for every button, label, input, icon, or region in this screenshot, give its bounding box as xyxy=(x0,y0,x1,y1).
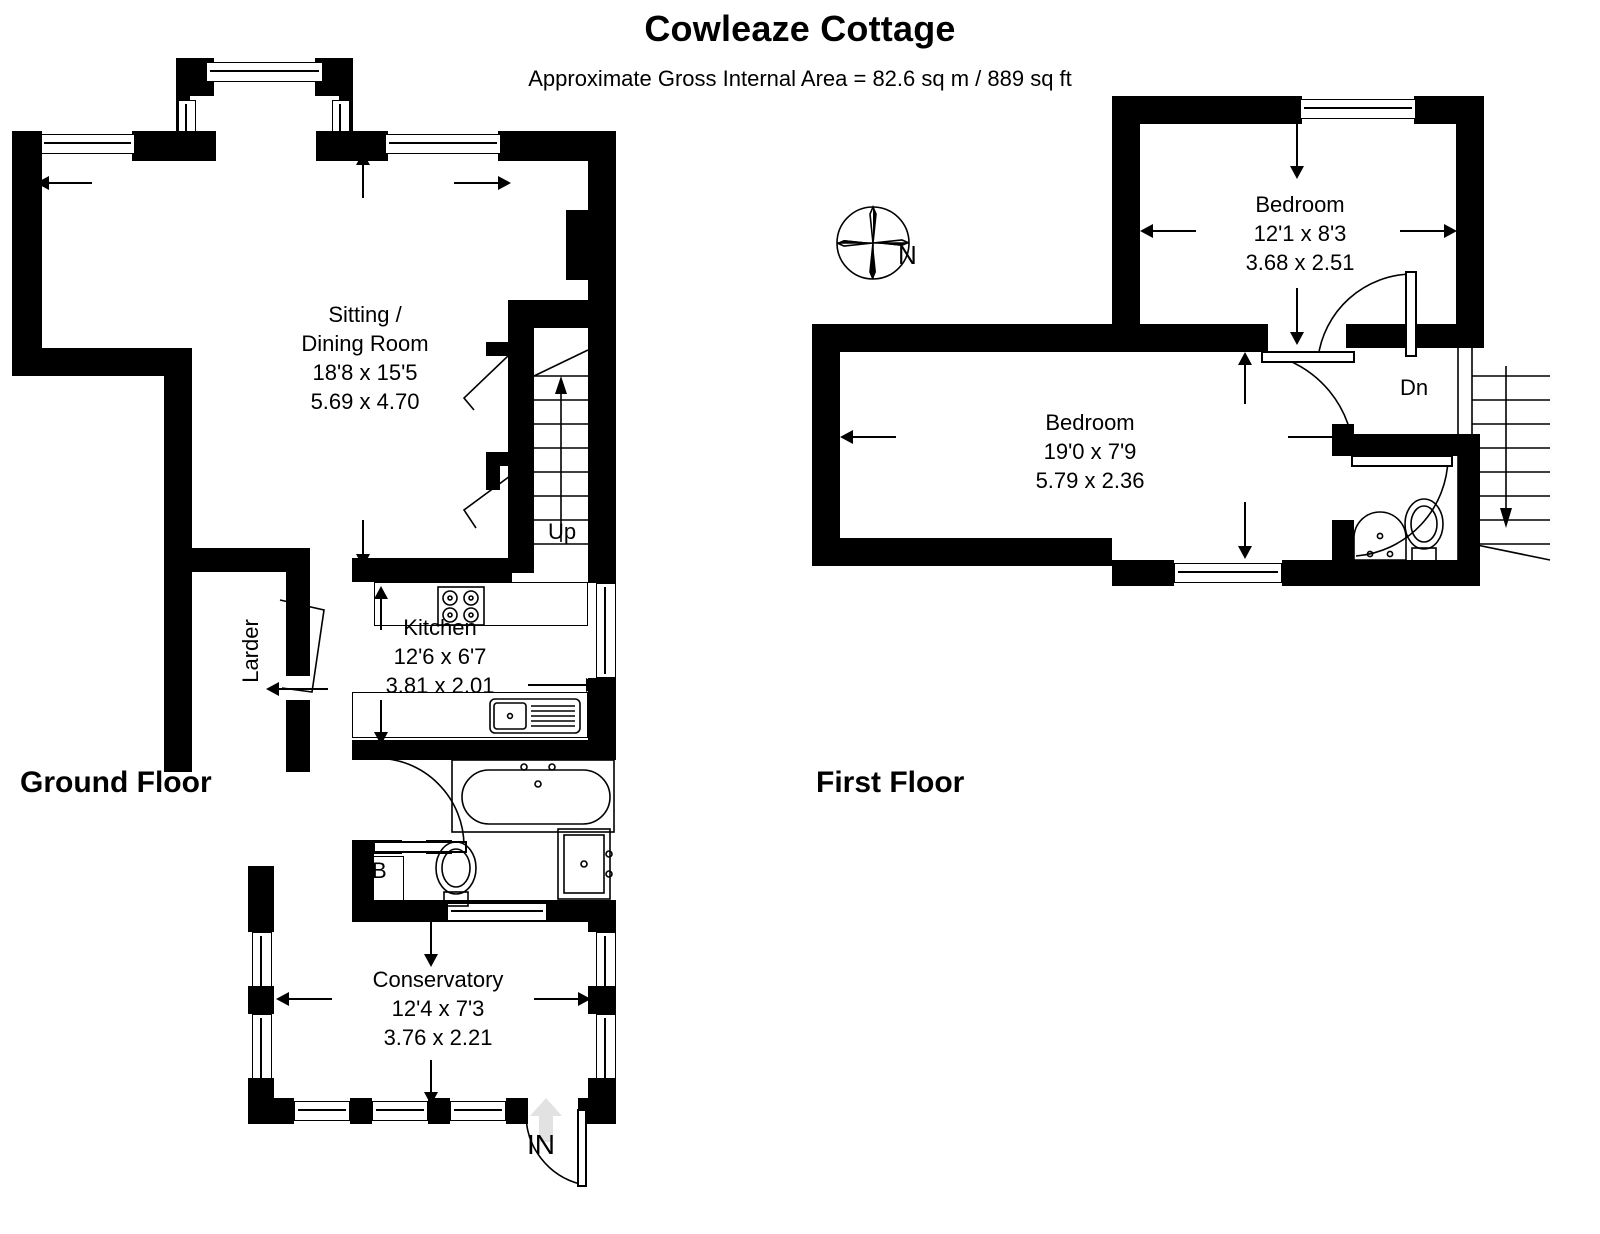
window-conservatory-right-upper xyxy=(596,932,616,998)
wall-stair-right xyxy=(588,328,616,573)
larder-label: Larder xyxy=(238,619,263,683)
wall-bed2-bottom-right xyxy=(1112,560,1174,586)
wall-door-jamb-upper xyxy=(486,342,512,356)
wall-bed1-left xyxy=(1112,96,1140,344)
room-dim-imperial-bedroom-2: 19'0 x 7'9 xyxy=(1043,439,1137,464)
window-bed1-top xyxy=(1300,99,1416,119)
window-kitchen-right xyxy=(596,583,616,678)
room-dim-imperial-kitchen: 12'6 x 6'7 xyxy=(393,644,487,669)
wall-larder-right-lower xyxy=(286,700,310,772)
wall-bed2-left xyxy=(812,324,840,566)
shower-icon xyxy=(557,828,613,900)
window-conservatory-right-lower xyxy=(596,1014,616,1086)
room-dim-imperial-sitting: 18'8 x 15'5 xyxy=(312,360,418,385)
door-larder xyxy=(279,599,325,693)
wall-larder-left xyxy=(164,348,192,772)
hob-icon xyxy=(437,586,485,626)
room-dim-imperial-bedroom-1: 12'1 x 8'3 xyxy=(1253,221,1347,246)
boiler-cupboard xyxy=(364,856,404,912)
wall-bed1-top-left xyxy=(1112,96,1302,124)
wall-sitting-right-edge xyxy=(588,131,616,328)
window-bottom-3 xyxy=(450,1101,506,1121)
ground-floor-label: Ground Floor xyxy=(20,766,212,799)
bathtub-icon xyxy=(451,759,615,833)
wall-wc-first-top xyxy=(1332,434,1480,456)
wall-kitchen-right-upper xyxy=(588,573,616,583)
sink-icon xyxy=(489,698,581,734)
wall-door-jamb-lower xyxy=(486,452,500,490)
compass-rose-icon xyxy=(836,204,910,280)
window-bay-top xyxy=(206,62,323,82)
compass-north-label: N xyxy=(898,240,917,270)
window-bottom-2 xyxy=(372,1101,428,1121)
wall-landing-left xyxy=(1332,520,1354,586)
wall-bottom-right xyxy=(506,1098,528,1124)
room-dim-metric-sitting: 5.69 x 4.70 xyxy=(310,389,420,414)
room-name-conservatory: Conservatory xyxy=(372,967,504,992)
room-label-bedroom-1: Bedroom 12'1 x 8'3 3.68 x 2.51 xyxy=(1180,190,1420,277)
wall-larder-right-upper xyxy=(286,548,310,676)
wall-conservatory-right-a xyxy=(588,900,616,932)
room-dim-metric-bedroom-2: 5.79 x 2.36 xyxy=(1035,468,1145,493)
room-name-bedroom-2: Bedroom xyxy=(1045,410,1135,435)
area-subtitle: Approximate Gross Internal Area = 82.6 s… xyxy=(528,66,1072,91)
wall-conservatory-right-mid xyxy=(588,986,616,1014)
room-name-bedroom-1: Bedroom xyxy=(1255,192,1345,217)
window-conservatory-left-upper xyxy=(252,932,272,1000)
wall-conservatory-left-mid xyxy=(248,986,274,1014)
entrance-label: IN xyxy=(527,1129,555,1160)
wall-bed2-bottom-left xyxy=(812,538,1112,566)
window-sitting-topleft xyxy=(40,134,135,154)
door-bathroom xyxy=(373,757,467,853)
door-entrance xyxy=(525,1109,587,1187)
door-wc-first xyxy=(1351,455,1453,557)
stair-up-label: Up xyxy=(548,519,577,544)
wall-kitchen-top xyxy=(352,558,512,582)
wall-sitting-bottom-left xyxy=(12,348,192,376)
window-bottom-1 xyxy=(294,1101,350,1121)
wall-wc-left xyxy=(352,840,374,912)
wall-stair-left xyxy=(508,328,534,573)
room-name-kitchen: Kitchen xyxy=(403,615,477,640)
entrance-arrow-icon xyxy=(530,1098,562,1142)
room-label-bedroom-2: Bedroom 19'0 x 7'9 5.79 x 2.36 xyxy=(970,408,1210,495)
wall-bottom-left xyxy=(248,1098,294,1124)
toilet-icon-ground xyxy=(435,841,477,907)
stair-down-label: Dn xyxy=(1400,375,1429,400)
first-floor-label: First Floor xyxy=(816,766,965,799)
counter-kitchen-bottom xyxy=(352,692,588,738)
window-bathroom-bottom xyxy=(447,903,547,921)
room-name-sitting-dining-l1: Sitting / xyxy=(328,302,402,327)
wall-bathroom-top xyxy=(352,740,616,760)
wall-bed1-right xyxy=(1456,96,1484,348)
stairs-down xyxy=(1457,348,1551,561)
wall-bottom-pier-1 xyxy=(350,1098,372,1124)
wall-wc-first-bottom xyxy=(1332,560,1480,586)
room-label-kitchen: Kitchen 12'6 x 6'7 3.81 x 2.01 xyxy=(320,613,560,700)
wall-bed2-top xyxy=(812,324,1140,352)
wall-sitting-left xyxy=(12,131,42,376)
room-label-conservatory: Conservatory 12'4 x 7'3 3.76 x 2.21 xyxy=(318,965,558,1052)
room-dim-metric-bedroom-1: 3.68 x 2.51 xyxy=(1245,250,1355,275)
wall-top-left-inner xyxy=(132,131,216,161)
toilet-icon-first xyxy=(1404,498,1444,563)
stairs-up xyxy=(533,349,589,545)
window-bed2-bottom xyxy=(1174,563,1282,583)
wall-top-right-inner xyxy=(316,131,388,161)
door-bed2 xyxy=(1261,351,1355,459)
room-dim-metric-kitchen: 3.81 x 2.01 xyxy=(385,673,495,698)
window-sitting-topright xyxy=(385,134,501,154)
wall-conservatory-left-a xyxy=(248,866,274,932)
window-conservatory-left-lower xyxy=(252,1014,272,1086)
room-name-sitting-dining-l2: Dining Room xyxy=(301,331,429,356)
wall-bed1-bottom xyxy=(1140,324,1268,352)
door-bed1 xyxy=(1317,271,1417,359)
room-dim-metric-conservatory: 3.76 x 2.21 xyxy=(383,1025,493,1050)
boiler-label: B xyxy=(372,858,387,883)
room-label-sitting-dining: Sitting / Dining Room 18'8 x 15'5 5.69 x… xyxy=(240,300,490,416)
room-dim-imperial-conservatory: 12'4 x 7'3 xyxy=(391,996,485,1021)
page-title: Cowleaze Cottage xyxy=(644,8,956,49)
